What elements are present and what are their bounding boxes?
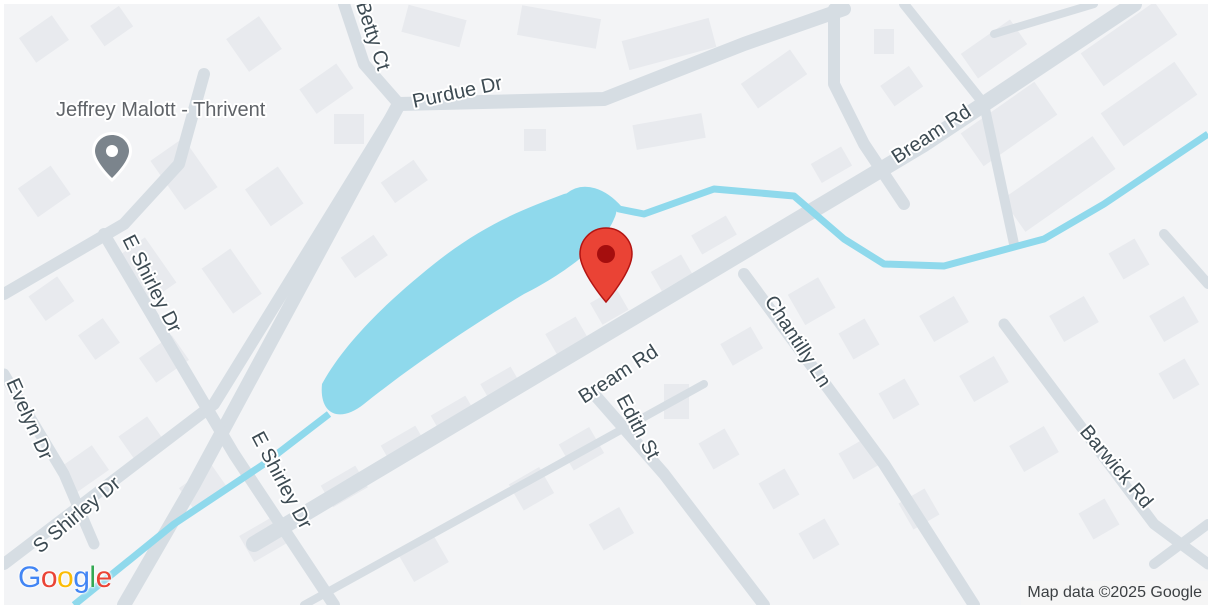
logo-letter-l: l (89, 561, 96, 594)
logo-letter-o2: o (57, 561, 74, 594)
logo-letter-o1: o (40, 561, 58, 594)
google-logo[interactable]: Google (18, 563, 112, 593)
poi-jeffrey-malott[interactable]: Jeffrey Malott - Thrivent (54, 97, 268, 182)
logo-letter-g2: g (73, 561, 90, 594)
water-features (71, 131, 1208, 605)
logo-letter-e: e (95, 561, 113, 594)
street-label-barwick: Barwick Rd (1075, 421, 1157, 513)
map-attribution[interactable]: Map data ©2025 Google (1021, 581, 1208, 605)
map-canvas[interactable]: Purdue Dr Betty Ct Bream Rd Bream Rd E S… (4, 4, 1208, 605)
place-pin-icon[interactable] (92, 132, 132, 182)
red-location-marker-icon[interactable] (579, 227, 633, 304)
road-network (4, 4, 1208, 605)
map-layer: Purdue Dr Betty Ct Bream Rd Bream Rd E S… (4, 4, 1208, 605)
logo-letter-g1: G (18, 561, 41, 594)
street-labels: Purdue Dr Betty Ct Bream Rd Bream Rd E S… (4, 4, 1159, 560)
poi-label: Jeffrey Malott - Thrivent (56, 99, 266, 121)
street-label-evelyn: Evelyn Dr (4, 375, 57, 463)
